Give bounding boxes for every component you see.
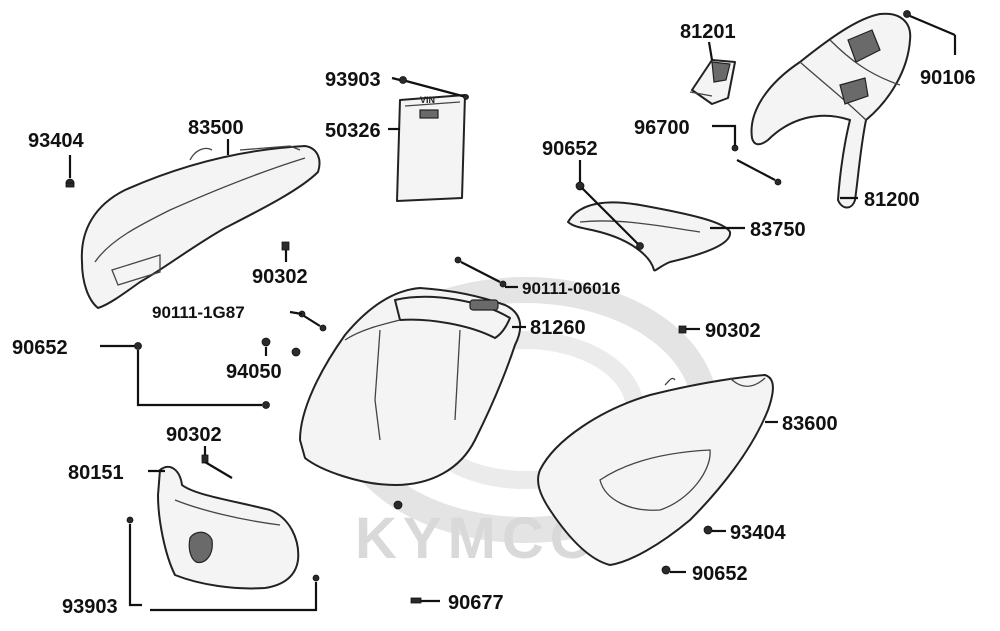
label-80151: 80151 (68, 462, 124, 484)
leader-90652b-bottom (136, 350, 262, 407)
screw-93903a-icon (399, 76, 469, 100)
label-90111-06016: 90111-06016 (522, 279, 620, 298)
part-83600-drawing (537, 374, 774, 566)
label-93903-bottom: 93903 (62, 596, 118, 618)
label-83500: 83500 (188, 117, 244, 139)
label-81260: 81260 (530, 317, 586, 339)
label-81200: 81200 (864, 189, 920, 211)
nut-94050-icon (261, 337, 301, 357)
part-83500-drawing (80, 145, 321, 309)
leader-81201 (707, 41, 714, 61)
leader-96700 (712, 124, 737, 146)
part-81201-drawing (689, 59, 736, 105)
label-90302-upper: 90302 (252, 266, 308, 288)
part-83750-drawing (567, 201, 731, 272)
label-90111-1g87: 90111-1G87 (152, 303, 245, 322)
label-94050: 94050 (226, 361, 282, 383)
clip-93404a-icon (65, 178, 75, 188)
label-90652-left: 90652 (12, 337, 68, 359)
screw-box-bottom-icon (393, 500, 403, 510)
part-81260-drawing (299, 287, 522, 486)
nut-90302a-icon (281, 241, 290, 251)
label-93404-bottom: 93404 (730, 522, 786, 544)
label-83600: 83600 (782, 413, 838, 435)
leader-93903b-right (150, 582, 318, 612)
nut-90302c-icon (201, 454, 233, 479)
label-90106: 90106 (920, 67, 976, 89)
label-90652-bottom: 90652 (692, 563, 748, 585)
label-90302-lower: 90302 (166, 424, 222, 446)
part-50326-drawing: VIN (396, 94, 466, 202)
part-80151-drawing (157, 465, 300, 590)
label-81201: 81201 (680, 21, 736, 43)
bolt-90111b-icon (454, 256, 507, 288)
label-90652-top: 90652 (542, 138, 598, 160)
bolt-90106-icon (903, 10, 956, 37)
leader-90111a (289, 310, 303, 316)
label-93404-top: 93404 (28, 130, 84, 152)
label-90677: 90677 (448, 592, 504, 614)
label-83750: 83750 (750, 219, 806, 241)
leader-93903a (391, 76, 401, 82)
nut-90302b-icon (678, 325, 687, 334)
label-93903-top: 93903 (325, 69, 381, 91)
label-90302-right: 90302 (705, 320, 761, 342)
hardware (65, 10, 956, 604)
clip-93404b-icon (703, 525, 713, 535)
part-81200-drawing (750, 12, 912, 209)
screw-93903b-icon (126, 516, 320, 582)
bolt-90111a-icon (298, 310, 327, 332)
vin-plate-text: VIN (420, 95, 435, 105)
part-labels: 81201 90106 93903 50326 93404 83500 9670… (12, 21, 976, 618)
label-96700: 96700 (634, 117, 690, 139)
label-50326: 50326 (325, 120, 381, 142)
screw-90652c-icon (661, 565, 671, 575)
clip-90677-icon (410, 597, 422, 604)
bolt-96700-icon (731, 144, 782, 186)
leader-93903b-left (128, 524, 142, 607)
screw-90652a-icon (575, 181, 644, 250)
leader-lines (68, 35, 957, 612)
